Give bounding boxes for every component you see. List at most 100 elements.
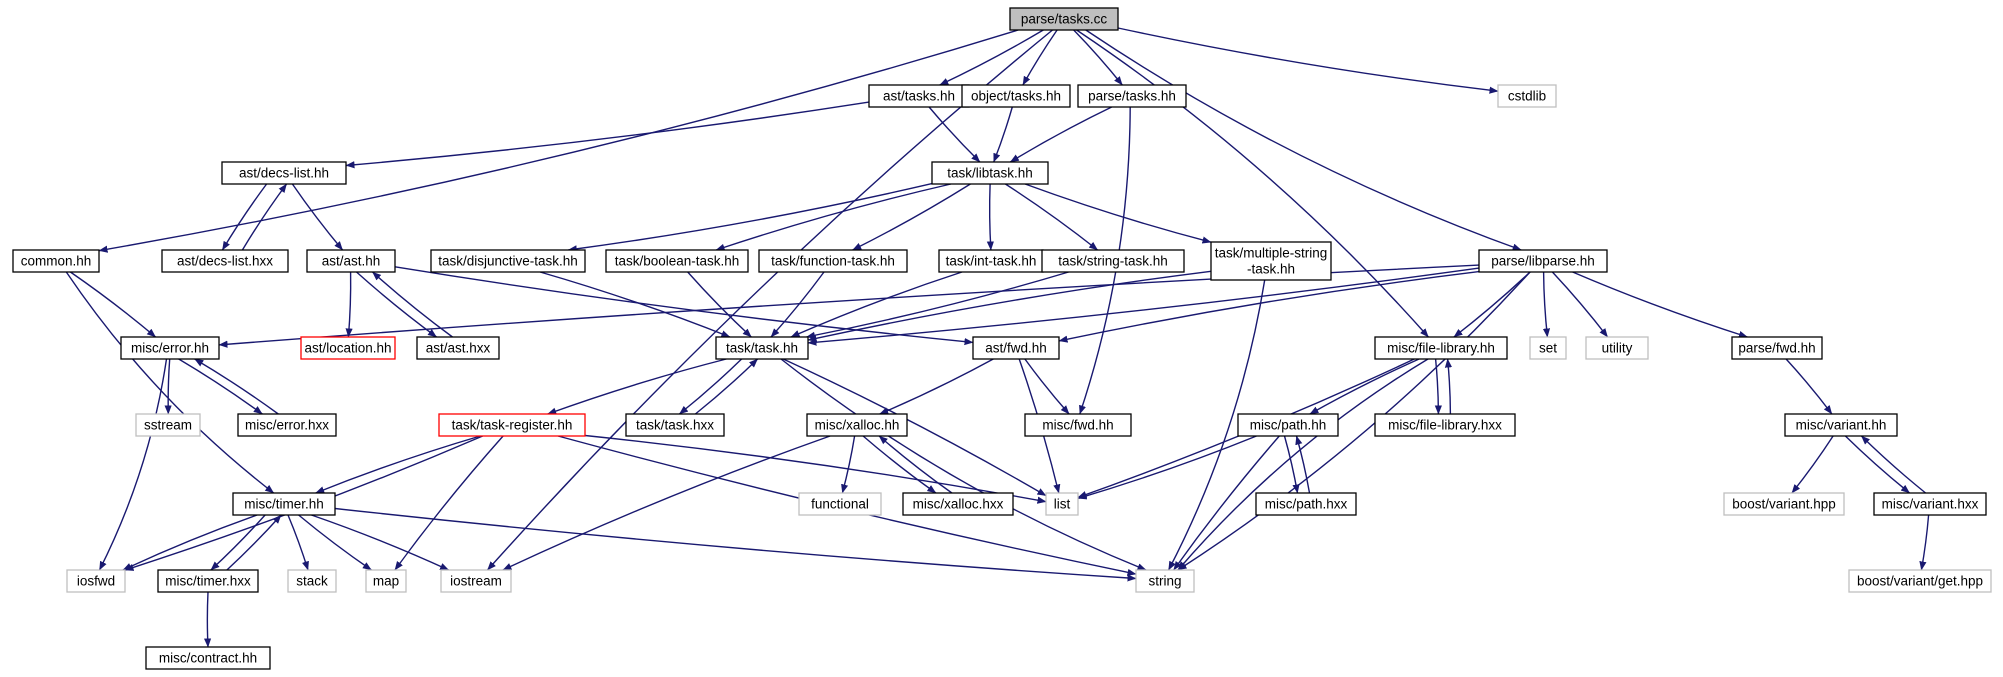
edge-timer-to-string [334, 507, 1137, 582]
node-task-hxx[interactable]: task/task.hxx [625, 413, 725, 437]
node-location[interactable]: ast/location.hh [300, 336, 396, 360]
node-timer-hxx[interactable]: misc/timer.hxx [157, 569, 259, 593]
edge-timer-to-iosfwd [122, 514, 258, 571]
node-label: map [373, 574, 399, 589]
edge-timer-to-iostream [311, 514, 450, 571]
node-libtask[interactable]: task/libtask.hh [931, 161, 1049, 185]
node-xalloc-hxx[interactable]: misc/xalloc.hxx [902, 492, 1014, 516]
node-multi[interactable]: task/multiple-string-task.hh [1210, 241, 1332, 281]
edge-libtask-to-multi [1024, 183, 1212, 244]
node-path-hxx[interactable]: misc/path.hxx [1255, 492, 1357, 516]
edge-root-to-cstdlib [1117, 27, 1499, 94]
node-iostream: iostream [440, 569, 512, 593]
edge-libtask-to-str_task [1005, 183, 1099, 251]
node-box [972, 336, 1060, 360]
node-label: misc/timer.hxx [165, 574, 251, 589]
edge-path-to-path_hxx [1283, 435, 1300, 494]
node-parse-fwd[interactable]: parse/fwd.hh [1731, 336, 1823, 360]
node-box [145, 646, 271, 670]
node-label: task/multiple-string [1215, 246, 1328, 261]
node-task-task[interactable]: task/task.hh [715, 336, 809, 360]
node-box [1497, 84, 1557, 108]
node-functional: functional [798, 492, 882, 516]
node-root[interactable]: parse/tasks.cc [1009, 7, 1119, 31]
node-map: map [365, 569, 407, 593]
node-box [1041, 249, 1185, 273]
edge-file_lib_hxx-to-file_lib [1444, 358, 1453, 415]
node-libparse[interactable]: parse/libparse.hh [1478, 249, 1608, 273]
node-misc-fwd[interactable]: misc/fwd.hh [1024, 413, 1132, 437]
node-file-lib-hxx[interactable]: misc/file-library.hxx [1374, 413, 1516, 437]
edge-decs_list-to-ast_ast [291, 183, 344, 251]
edge-misc_error-to-iosfwd [98, 358, 168, 571]
node-label: task/boolean-task.hh [615, 254, 740, 269]
node-label: misc/path.hh [1250, 418, 1327, 433]
node-label: parse/tasks.cc [1021, 12, 1108, 27]
node-variant-hxx[interactable]: misc/variant.hxx [1873, 492, 1987, 516]
node-label: task/task-register.hh [452, 418, 573, 433]
node-file-lib[interactable]: misc/file-library.hh [1374, 336, 1508, 360]
node-label: misc/error.hxx [245, 418, 329, 433]
node-ast-tasks[interactable]: ast/tasks.hh [868, 84, 970, 108]
node-timer[interactable]: misc/timer.hh [232, 492, 336, 516]
node-box [300, 336, 396, 360]
node-misc-error[interactable]: misc/error.hh [120, 336, 220, 360]
edge-task_task-to-task_register [547, 358, 727, 415]
node-box [12, 249, 100, 273]
node-decs-list[interactable]: ast/decs-list.hh [221, 161, 347, 185]
node-box [1045, 492, 1079, 516]
node-bool[interactable]: task/boolean-task.hh [605, 249, 749, 273]
edge-root-to-parse_tasks [1073, 29, 1123, 86]
edge-multi-to-task_task [807, 270, 1212, 342]
edge-xalloc_hxx-to-xalloc [878, 435, 953, 494]
node-box [430, 249, 586, 273]
node-error-hxx[interactable]: misc/error.hxx [237, 413, 337, 437]
node-label: ast/tasks.hh [883, 89, 955, 104]
node-decs-list-hxx[interactable]: ast/decs-list.hxx [161, 249, 289, 273]
node-label: string [1148, 574, 1181, 589]
node-str-task[interactable]: task/string-task.hh [1041, 249, 1185, 273]
node-box [758, 249, 908, 273]
node-box [287, 569, 337, 593]
node-box [1529, 336, 1567, 360]
node-ast-hxx[interactable]: ast/ast.hxx [416, 336, 500, 360]
node-label: task/task.hh [726, 341, 798, 356]
node-ast-fwd[interactable]: ast/fwd.hh [972, 336, 1060, 360]
node-label: parse/libparse.hh [1491, 254, 1595, 269]
edge-ast_tasks-to-decs_list [345, 101, 870, 169]
node-xalloc[interactable]: misc/xalloc.hh [806, 413, 908, 437]
edge-task_hxx-to-task_task [694, 358, 759, 415]
node-label: task/libtask.hh [947, 166, 1033, 181]
node-ast-ast[interactable]: ast/ast.hh [306, 249, 396, 273]
node-disj[interactable]: task/disjunctive-task.hh [430, 249, 586, 273]
edge-func-to-task_task [770, 271, 825, 338]
node-contract[interactable]: misc/contract.hh [145, 646, 271, 670]
edge-str_task-to-task_task [805, 271, 1069, 339]
edge-ast_ast-to-ast_fwd [394, 266, 974, 346]
edge-libtask-to-disj [567, 182, 933, 253]
edge-libparse-to-file_lib [1453, 271, 1531, 338]
node-box [440, 569, 512, 593]
node-label: common.hh [21, 254, 92, 269]
node-label: task/disjunctive-task.hh [438, 254, 578, 269]
node-box [306, 249, 396, 273]
node-box [902, 492, 1014, 516]
node-box [416, 336, 500, 360]
edge-task_register-to-map [394, 435, 504, 571]
edge-root-to-ast_tasks [939, 29, 1044, 86]
node-set: set [1529, 336, 1567, 360]
node-common[interactable]: common.hh [12, 249, 100, 273]
node-int[interactable]: task/int-task.hh [938, 249, 1044, 273]
node-task-register[interactable]: task/task-register.hh [438, 413, 586, 437]
node-variant[interactable]: misc/variant.hh [1784, 413, 1898, 437]
node-path[interactable]: misc/path.hh [1237, 413, 1339, 437]
node-cstdlib: cstdlib [1497, 84, 1557, 108]
node-func[interactable]: task/function-task.hh [758, 249, 908, 273]
edge-variant-to-variant_hxx [1844, 435, 1911, 494]
edge-variant_hxx-to-variant [1860, 435, 1927, 494]
node-parse-tasks[interactable]: parse/tasks.hh [1077, 84, 1187, 108]
edge-root-to-libparse [1085, 29, 1522, 251]
node-label: sstream [144, 418, 192, 433]
node-stack: stack [287, 569, 337, 593]
node-object-tasks[interactable]: object/tasks.hh [961, 84, 1071, 108]
